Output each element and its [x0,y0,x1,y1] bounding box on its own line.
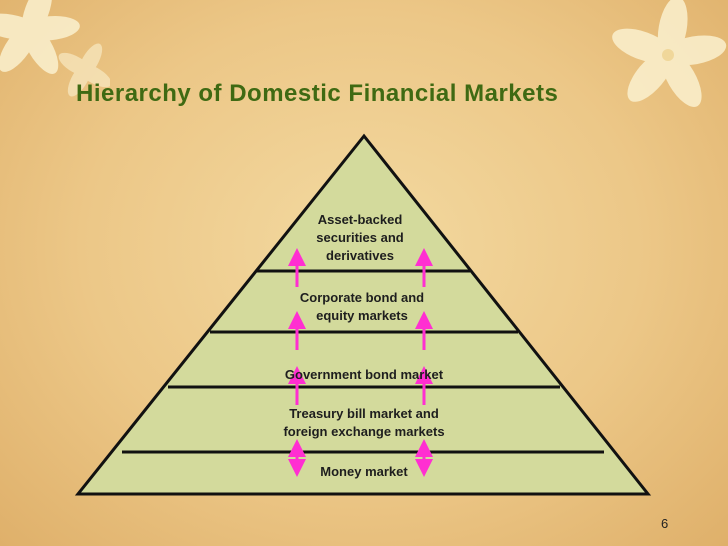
tier-label-line: foreign exchange markets [283,424,445,439]
tier-label-government: Government bond market [249,366,479,384]
page-number: 6 [661,516,669,531]
tier-label-money-market: Money market [299,463,429,481]
flower-icon [0,0,110,97]
tier-label-asset-backed: Asset-backed securities and derivatives [295,211,425,265]
slide-title: Hierarchy of Domestic Financial Markets [76,80,559,107]
flower-icon [612,0,727,107]
tier-label-line: Money market [320,464,408,479]
tier-label-line: derivatives [326,248,394,263]
tier-label-line: Government bond market [284,367,444,382]
arrows [288,248,433,477]
tier-label-corporate: Corporate bond and equity markets [272,289,452,325]
tier-label-line: equity markets [316,308,408,323]
tier-label-treasury: Treasury bill market and foreign exchang… [249,405,479,441]
pyramid-shape [74,133,652,496]
tier-label-line: securities and [316,230,404,245]
tier-label-line: Treasury bill market and [289,406,439,421]
tier-label-line: Corporate bond and [299,290,425,305]
tier-dividers [122,269,604,454]
tier-label-line: Asset-backed [317,212,403,227]
